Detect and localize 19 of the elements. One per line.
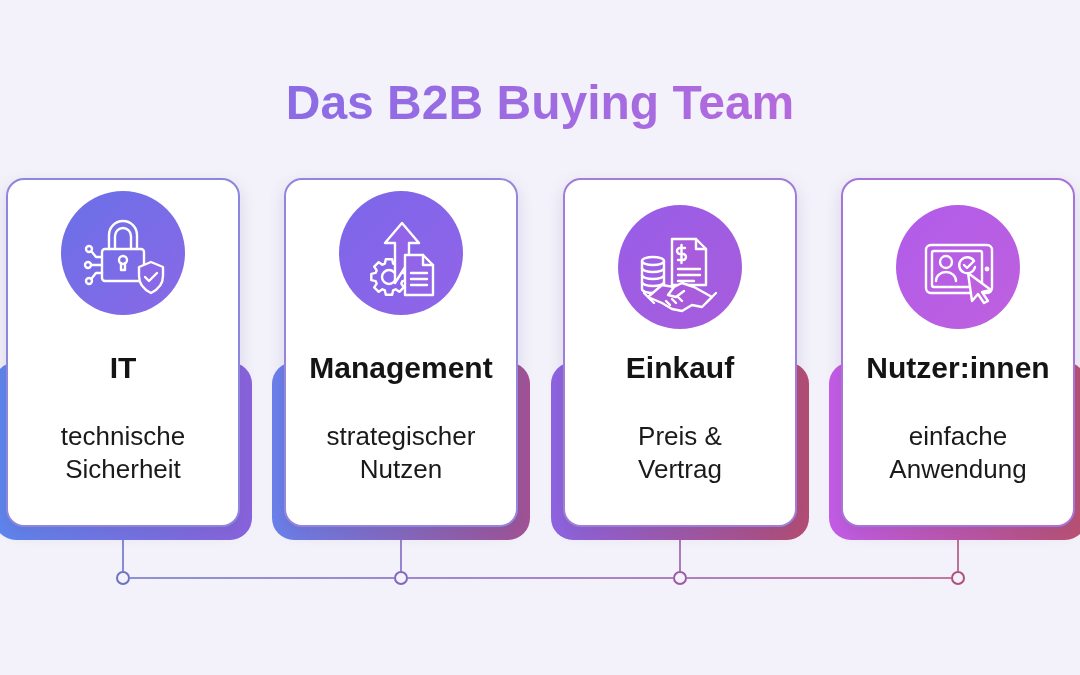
connector-line bbox=[129, 577, 395, 579]
role-card bbox=[841, 178, 1075, 527]
card-heading: IT bbox=[109, 350, 137, 386]
card-heading: Nutzer:innen bbox=[866, 350, 1050, 386]
card-description: einfache Anwendung bbox=[888, 420, 1028, 486]
timeline-dot bbox=[394, 571, 408, 585]
timeline-dot bbox=[116, 571, 130, 585]
card-description: strategischer Nutzen bbox=[325, 420, 477, 486]
connector-line bbox=[686, 577, 952, 579]
card-description: Preis & Vertrag bbox=[637, 420, 723, 486]
card-description: technische Sicherheit bbox=[59, 420, 187, 486]
timeline-dot bbox=[673, 571, 687, 585]
role-card bbox=[6, 178, 240, 527]
card-heading: Management bbox=[309, 350, 493, 386]
role-card bbox=[284, 178, 518, 527]
connector-line bbox=[407, 577, 674, 579]
timeline-dot bbox=[951, 571, 965, 585]
role-card bbox=[563, 178, 797, 527]
card-heading: Einkauf bbox=[625, 350, 735, 386]
